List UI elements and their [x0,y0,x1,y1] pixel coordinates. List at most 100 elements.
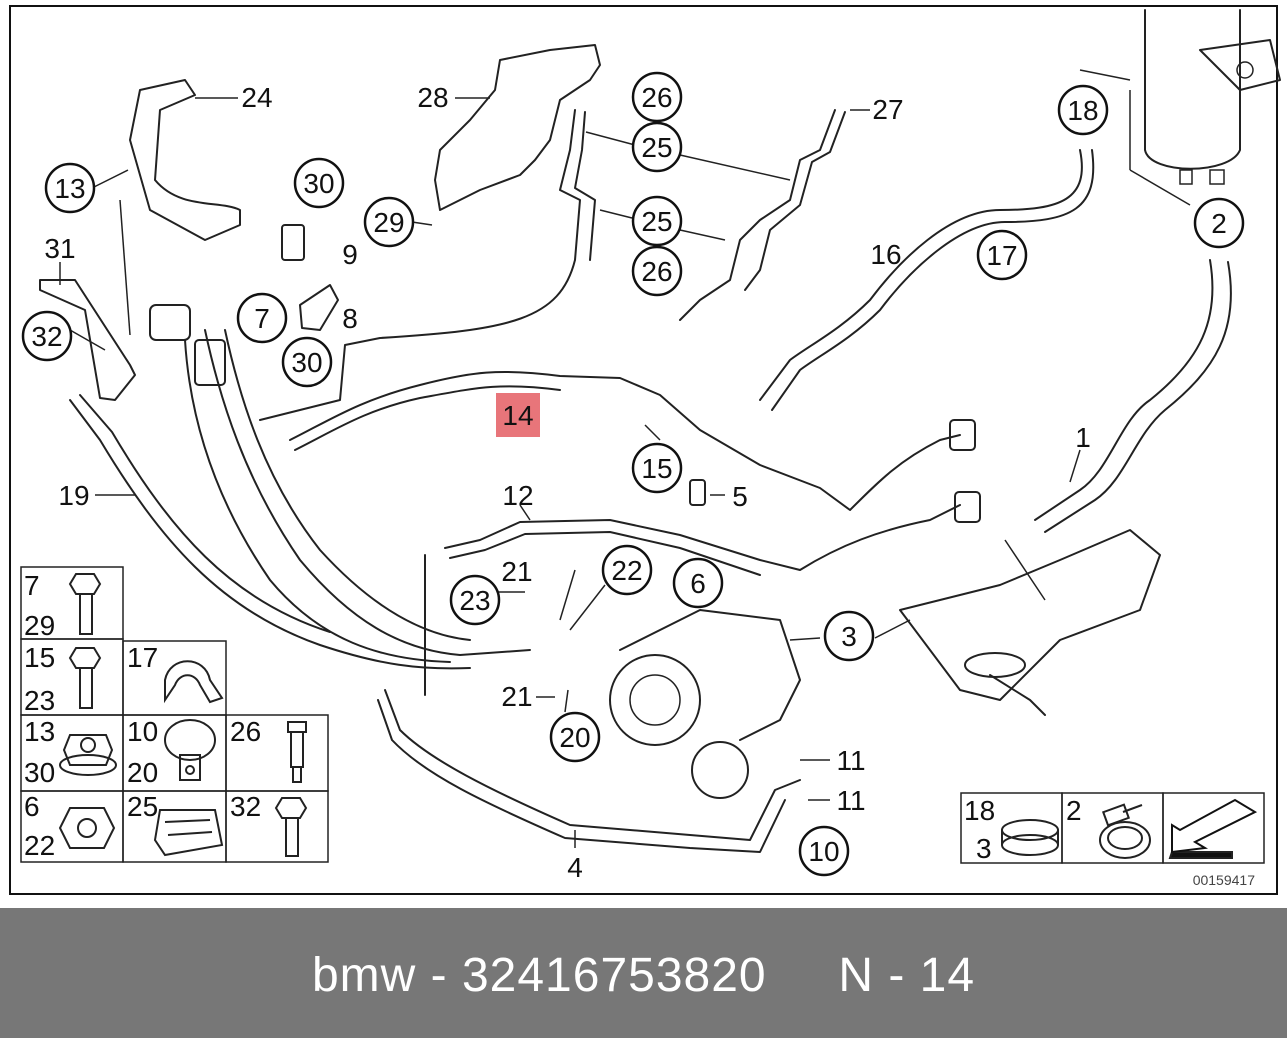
svg-text:30: 30 [24,757,55,788]
next-page-arrow-icon [1168,798,1258,859]
svg-text:23: 23 [24,685,55,716]
callout-26a: 26 [631,71,683,123]
callout-13: 13 [44,162,96,214]
svg-text:30: 30 [291,347,322,378]
bracket-24 [129,79,241,241]
flange-nut-icon [59,734,117,776]
footer-bar [0,908,1287,1038]
steering-gear [899,529,1161,716]
svg-text:17: 17 [127,642,158,673]
svg-text:1: 1 [1075,422,1091,453]
hose-bundle [204,329,531,656]
footer-caption: bmw - 32416753820 N - 14 [0,948,1287,1003]
svg-text:29: 29 [24,610,55,641]
callout-5: 5 [732,481,748,512]
svg-text:16: 16 [870,239,901,270]
callout-25a: 25 [631,121,683,173]
hose-19 [69,399,471,670]
svg-text:26: 26 [641,256,672,287]
svg-text:14: 14 [502,400,533,431]
document-number: 00159417 [1193,872,1256,888]
svg-text:6: 6 [24,791,40,822]
svg-text:3: 3 [841,621,857,652]
callout-7: 7 [236,292,288,344]
bracket-31 [39,279,136,401]
callout-10: 10 [798,825,850,877]
svg-text:22: 22 [611,555,642,586]
svg-text:30: 30 [303,168,334,199]
svg-text:2: 2 [1066,795,1082,826]
callout-4: 4 [567,852,583,883]
callout-3: 3 [823,610,875,662]
svg-text:32: 32 [230,791,261,822]
svg-text:24: 24 [241,82,272,113]
callout-9: 9 [342,239,358,270]
cooler-connectors [689,419,981,523]
leader-lines [59,69,1191,848]
callout-6: 6 [672,557,724,609]
clamp-legend [960,792,1265,864]
shield-28 [434,44,601,211]
callout-12: 12 [502,480,533,511]
svg-text:20: 20 [127,757,158,788]
svg-text:18: 18 [1067,95,1098,126]
callout-8: 8 [342,303,358,334]
callout-29: 29 [363,196,415,248]
svg-text:12: 12 [502,480,533,511]
svg-text:29: 29 [373,207,404,238]
hose-16 [759,149,1083,401]
callout-26b: 26 [631,245,683,297]
callout-32: 32 [21,310,73,362]
svg-text:9: 9 [342,239,358,270]
footer-position-label: N - 14 [838,949,976,1002]
callout-22: 22 [601,544,653,596]
svg-text:10: 10 [808,836,839,867]
clamp-legend-icons [1001,798,1258,859]
clamp-nut-icon [153,809,224,857]
hose-14 [289,370,961,511]
bolt-icon [68,647,102,709]
callout-25b: 25 [631,195,683,247]
callout-16: 16 [870,239,901,270]
hose-4 [384,689,801,841]
svg-text:15: 15 [24,642,55,673]
callout-24: 24 [241,82,272,113]
svg-text:3: 3 [976,833,992,864]
callout-11b: 11 [836,785,865,816]
callout-11a: 11 [836,745,865,776]
svg-text:6: 6 [690,568,706,599]
footer-separator: - [430,949,448,1002]
bolt-icon [274,797,308,857]
svg-text:25: 25 [127,791,158,822]
callout-17: 17 [976,229,1028,281]
svg-text:7: 7 [254,303,270,334]
callouts: 1 2 3 4 5 6 7 8 9 10 11 11 12 13 14 15 1… [21,71,1245,883]
svg-text:8: 8 [342,303,358,334]
svg-text:26: 26 [641,82,672,113]
parts-diagram: 1 2 3 4 5 6 7 8 9 10 11 11 12 13 14 15 1… [20,9,1281,888]
callout-27: 27 [872,94,903,125]
callout-15: 15 [631,442,683,494]
callout-2: 2 [1193,197,1245,249]
svg-text:32: 32 [31,321,62,352]
callout-20: 20 [549,711,601,763]
banjo-bolt-icon [164,719,216,781]
callout-31: 31 [44,233,75,264]
footer-part-number: 32416753820 [461,949,767,1002]
svg-text:11: 11 [836,745,865,776]
svg-text:19: 19 [58,480,89,511]
svg-text:13: 13 [24,716,55,747]
callout-30a: 30 [293,157,345,209]
sensor-9 [281,224,339,331]
hose-1 [1034,259,1214,521]
footer-brand: bmw [311,949,417,1002]
svg-text:10: 10 [127,716,158,747]
valve-block [149,304,226,386]
stud-bolt-icon [287,721,307,783]
svg-text:25: 25 [641,206,672,237]
hardware-legend-icons [58,573,308,857]
svg-text:5: 5 [732,481,748,512]
svg-text:20: 20 [559,722,590,753]
callout-14: 14 [496,393,540,437]
hose-25 [259,109,581,421]
